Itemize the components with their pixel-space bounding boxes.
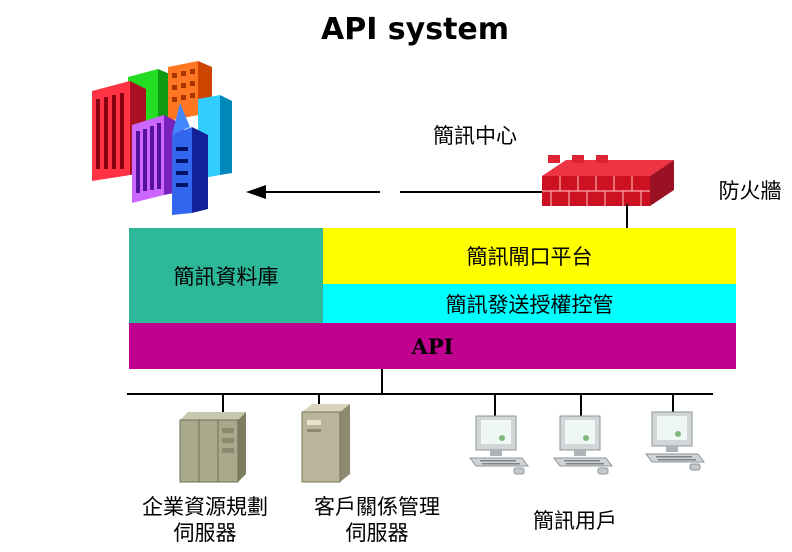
crm-server-label-line2: 伺服器 [345, 521, 409, 545]
crm-server-label: 客戶關係管理 伺服器 [292, 494, 462, 546]
user-pc-icon [645, 411, 705, 471]
sms-center-label: 簡訊中心 [433, 124, 517, 148]
sms-users-label: 簡訊用戶 [533, 509, 617, 533]
diagram-title: API system [320, 12, 510, 47]
user-pc-icon [469, 415, 529, 475]
erp-server-label-line1: 企業資源規劃 [142, 495, 268, 519]
erp-server-icon [179, 412, 246, 483]
connection-line-left [262, 191, 380, 193]
user-pc-icon [553, 415, 613, 475]
drop-user-1 [494, 394, 496, 416]
erp-server-label-line2: 伺服器 [173, 521, 237, 545]
crm-server-label-line1: 客戶關係管理 [314, 495, 440, 519]
sms-control-block: 簡訊發送授權控管 [323, 284, 736, 323]
drop-user-2 [580, 394, 582, 416]
crm-server-icon [301, 404, 350, 483]
firewall-gateway-line [626, 204, 628, 228]
firewall-label: 防火牆 [718, 179, 782, 203]
connection-line-right [400, 191, 550, 193]
api-bus-connector [381, 369, 383, 394]
sms-control-label: 簡訊發送授權控管 [445, 292, 614, 317]
office-buildings-icon [92, 61, 232, 215]
network-bus-line [127, 393, 713, 395]
sms-database-label: 簡訊資料庫 [173, 264, 279, 289]
drop-erp [222, 394, 224, 412]
drop-crm [318, 394, 320, 406]
firewall-icon [542, 155, 674, 206]
sms-database-block: 簡訊資料庫 [129, 228, 323, 323]
sms-gateway-label: 簡訊閘口平台 [466, 245, 593, 269]
erp-server-label: 企業資源規劃 伺服器 [120, 494, 290, 546]
drop-user-3 [672, 394, 674, 412]
sms-gateway-block: 簡訊閘口平台 [323, 228, 736, 284]
api-label: API [411, 333, 454, 359]
arrow-left-icon [246, 185, 266, 199]
api-block: API [129, 323, 736, 369]
